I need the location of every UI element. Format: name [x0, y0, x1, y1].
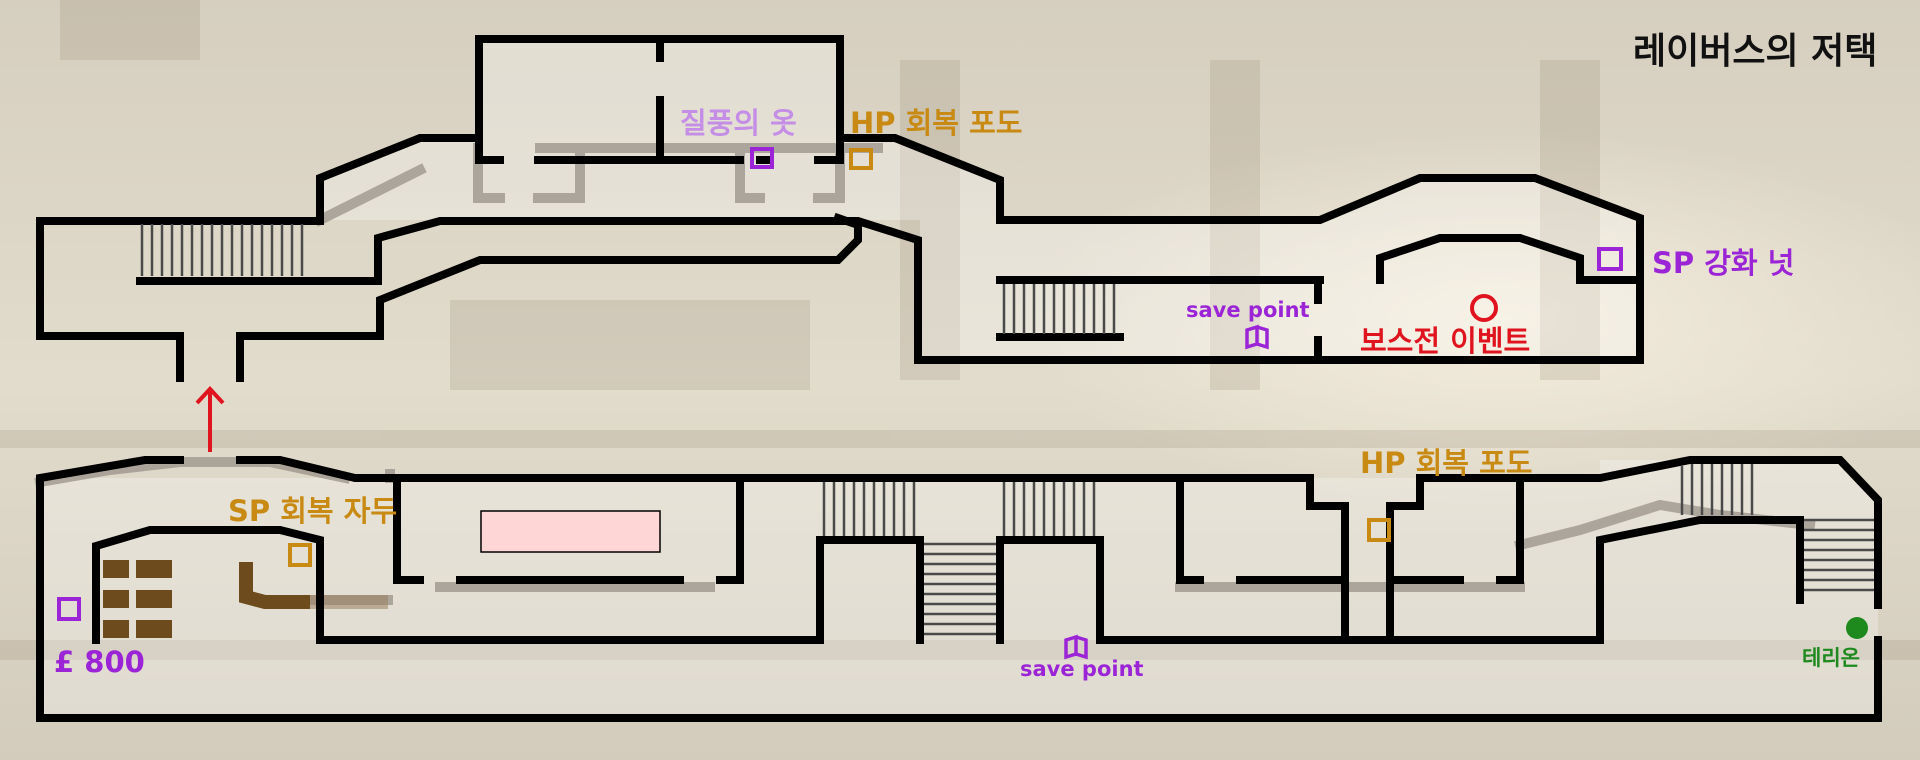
treasure-chest-icon [849, 148, 873, 170]
treasure-chest-icon [288, 543, 312, 567]
crates [103, 560, 172, 638]
treasure-chest-icon [750, 147, 774, 169]
stairs-lower-mid-a [822, 482, 916, 536]
treasure-chest-icon [57, 597, 81, 621]
treasure-chest-icon [1597, 247, 1623, 271]
label-boss-event: 보스전 이벤트 [1360, 324, 1531, 358]
bench [239, 562, 310, 609]
label-gale-clothes: 질풍의 옷 [680, 106, 797, 140]
arrow-up-icon [195, 386, 225, 452]
label-money: £ 800 [54, 645, 145, 679]
map-title: 레이버스의 저택 [1633, 31, 1878, 72]
circle-marker-icon [1470, 294, 1498, 322]
npc-dot-icon [1846, 617, 1868, 639]
stairs-lower-horizontal [924, 542, 996, 636]
stairs-right-top [1680, 464, 1754, 515]
stairs-right-side [1804, 518, 1874, 592]
treasure-chest-icon [1367, 518, 1391, 542]
label-hp-grape-bottom: HP 회복 포도 [1360, 446, 1533, 480]
label-sp-boost-nut: SP 강화 넛 [1652, 246, 1795, 280]
book-icon [1245, 324, 1269, 350]
stairs-lower-mid-b [1002, 482, 1096, 536]
label-save-point-bottom: save point [1020, 657, 1144, 681]
book-icon [1064, 634, 1088, 660]
pink-room-marker [480, 510, 661, 553]
label-hp-grape-top: HP 회복 포도 [850, 106, 1023, 140]
label-sp-plum: SP 회복 자두 [228, 494, 398, 528]
stairs-upper-right [1002, 284, 1116, 334]
stairs-top-left [140, 224, 304, 276]
label-save-point-top: save point [1186, 298, 1310, 322]
label-terion: 테리온 [1802, 646, 1860, 670]
